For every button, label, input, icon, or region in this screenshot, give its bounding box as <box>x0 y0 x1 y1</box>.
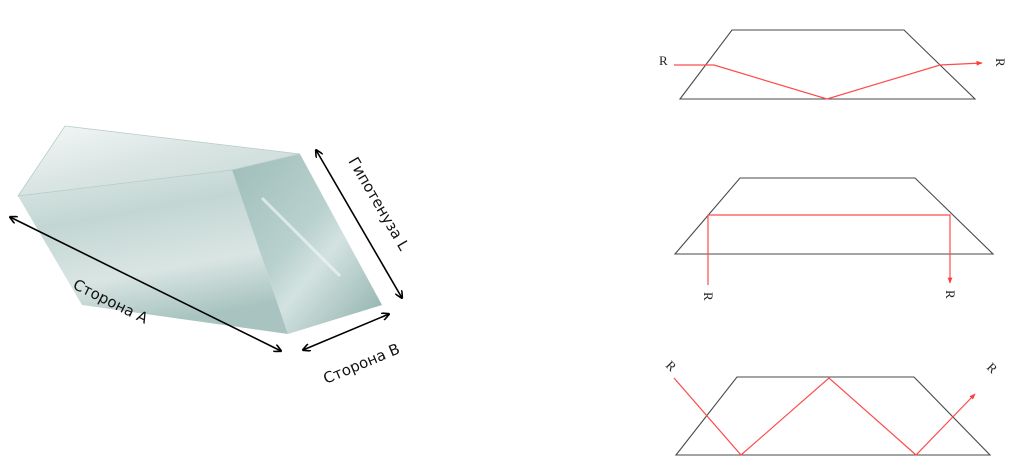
ray-path-2 <box>707 214 953 285</box>
prism-top-edge <box>17 125 301 197</box>
ray-path-3 <box>673 377 976 456</box>
ray-path-1 <box>674 60 983 100</box>
side-b-dimension-arrow <box>303 314 389 350</box>
prism-outline-2 <box>673 177 995 255</box>
ray-label-in-2: R <box>701 292 716 301</box>
ray-label-in-3: R <box>663 358 680 375</box>
ray-diagram-single-reflection: R R <box>659 29 1008 100</box>
prism-outline-3 <box>674 376 992 456</box>
ray-label-out-2: R <box>943 290 958 299</box>
ray-label-out-3: R <box>984 360 1001 377</box>
prism-3d-illustration <box>17 125 382 334</box>
side-a-dimension-arrow <box>10 217 281 351</box>
prism-outline-1 <box>678 29 977 100</box>
ray-label-out-1: R <box>993 58 1008 67</box>
ray-diagram-zigzag: R R <box>663 358 1001 456</box>
hypotenuse-label: Гипотенуза L <box>345 154 414 254</box>
side-b-label: Сторона В <box>321 340 403 388</box>
prism-top-face <box>18 126 300 196</box>
ray-label-in-1: R <box>659 53 668 68</box>
ray-diagram-retro-reflection: R R <box>673 177 995 301</box>
hypotenuse-dimension-arrow <box>316 150 402 298</box>
